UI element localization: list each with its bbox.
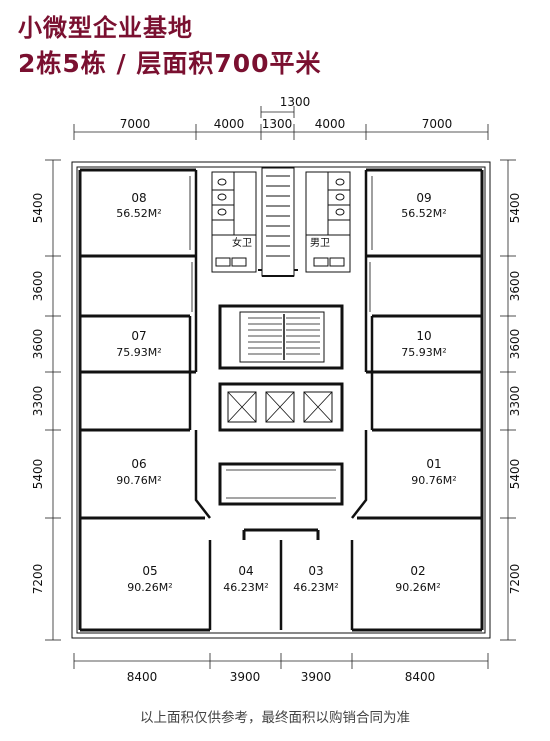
dim-bottom-3: 3900 [301,670,332,684]
room-area-08: 56.52M² [116,207,161,220]
dim-right-3: 3600 [508,329,522,360]
dim-top-3: 1300 [262,117,293,131]
dimension-labels: 1300 7000 4000 1300 4000 7000 8400 3900 … [31,95,522,684]
dimension-lines [45,106,516,669]
room-area-02: 90.26M² [395,581,440,594]
walls [71,161,491,639]
dim-bottom-2: 3900 [230,670,261,684]
dim-left-6: 7200 [31,564,45,595]
room-id-06: 06 [131,457,146,471]
room-area-05: 90.26M² [127,581,172,594]
dim-right-1: 5400 [508,193,522,224]
dim-left-5: 5400 [31,459,45,490]
dim-right-5: 5400 [508,459,522,490]
dim-left-3: 3600 [31,329,45,360]
dim-right-6: 7200 [508,564,522,595]
page-title: 小微型企业基地 [18,14,193,42]
page-subtitle: 2栋5栋 / 层面积700平米 [18,49,322,78]
disclaimer-footer: 以上面积仅供参考，最终面积以购销合同为准 [140,710,410,726]
room-id-02: 02 [410,564,425,578]
dim-left-2: 3600 [31,271,45,302]
dim-top-5: 7000 [422,117,453,131]
room-area-06: 90.76M² [116,474,161,487]
room-id-07: 07 [131,329,146,343]
room-id-08: 08 [131,191,146,205]
stairwell-top [258,167,298,277]
dim-top-2: 4000 [214,117,245,131]
dim-bottom-1: 8400 [127,670,158,684]
toilets [211,171,351,273]
room-id-01: 01 [426,457,441,471]
lower-shaft [218,462,344,540]
dim-right-4: 3300 [508,386,522,417]
room-id-04: 04 [238,564,253,578]
dim-left-4: 3300 [31,386,45,417]
room-area-01: 90.76M² [411,474,456,487]
room-id-10: 10 [416,329,431,343]
elevators [218,382,344,432]
room-area-04: 46.23M² [223,581,268,594]
room-id-03: 03 [308,564,323,578]
dim-top-1: 7000 [120,117,151,131]
dim-right-2: 3600 [508,271,522,302]
male-toilet-label: 男卫 [310,237,330,249]
room-area-07: 75.93M² [116,346,161,359]
female-toilet-label: 女卫 [232,236,252,249]
central-stair [218,304,344,370]
room-labels: 08 56.52M² 09 56.52M² 07 75.93M² 10 75.9… [116,191,456,594]
room-area-10: 75.93M² [401,346,446,359]
room-id-05: 05 [142,564,157,578]
dim-top-4: 4000 [315,117,346,131]
room-id-09: 09 [416,191,431,205]
dim-left-1: 5400 [31,193,45,224]
dim-top-overall: 1300 [280,95,311,109]
room-area-09: 56.52M² [401,207,446,220]
dim-bottom-4: 8400 [405,670,436,684]
room-area-03: 46.23M² [293,581,338,594]
